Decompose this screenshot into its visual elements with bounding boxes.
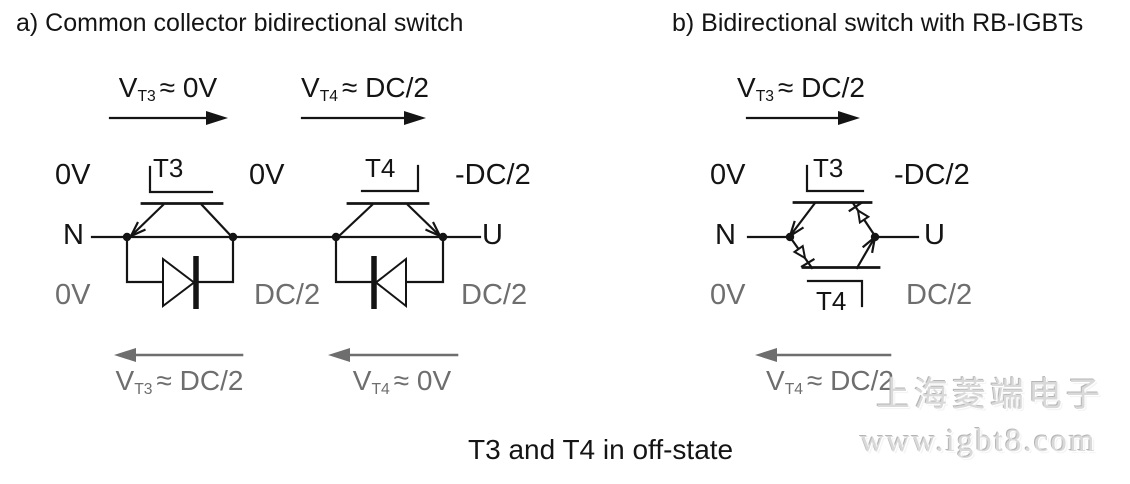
potential-label-b-bottom-right: DC/2 — [906, 279, 973, 311]
watermark-company: 上海菱端电子 — [876, 377, 1104, 414]
voltage-subscript: T4 — [784, 380, 804, 398]
voltage-label-b-t4-bottom: VT4≈ DC/2 — [765, 366, 895, 398]
potential-label-b-bottom-left: 0V — [710, 279, 746, 311]
potential-label-a-bottom-right: DC/2 — [461, 279, 528, 311]
voltage-value: ≈ DC/2 — [342, 72, 429, 103]
voltage-arrow-right-b — [745, 111, 860, 125]
voltage-arrow-right-a2 — [300, 111, 426, 125]
voltage-symbol: V — [737, 72, 756, 103]
voltage-label-b-t3-top: VT3≈ DC/2 — [736, 73, 866, 105]
voltage-subscript: T4 — [371, 380, 390, 398]
node-label-u-b: U — [924, 219, 945, 251]
potential-label-a-top-left: 0V — [55, 159, 91, 191]
node-label-n-a: N — [63, 219, 84, 251]
voltage-symbol: V — [301, 72, 320, 103]
transistor-t3-symbol — [129, 165, 233, 238]
voltage-symbol: V — [766, 365, 785, 396]
potential-label-a-bottom-left: 0V — [55, 279, 91, 311]
voltage-label-a-t3-bottom: VT3≈ DC/2 — [112, 366, 247, 398]
rb-igbt-t3-symbol — [788, 164, 877, 238]
figure-caption: T3 and T4 in off-state — [468, 434, 734, 465]
potential-label-a-top-mid: 0V — [249, 159, 285, 191]
voltage-label-a-t4-bottom: VT4≈ 0V — [342, 366, 462, 398]
voltage-subscript: T3 — [755, 87, 775, 105]
transistor-label-t3-a: T3 — [153, 153, 184, 183]
voltage-symbol: V — [115, 365, 135, 396]
voltage-subscript: T3 — [137, 87, 156, 105]
voltage-subscript: T3 — [134, 380, 153, 398]
voltage-symbol: V — [118, 72, 138, 103]
diode-symbol-left — [162, 256, 199, 309]
voltage-arrow-left-b — [755, 348, 892, 362]
voltage-arrow-left-a1 — [114, 348, 244, 362]
transistor-label-t4-b: T4 — [816, 286, 847, 316]
potential-label-a-bottom-mid: DC/2 — [254, 279, 321, 311]
circuit-a — [90, 111, 482, 362]
voltage-value: ≈ 0V — [159, 72, 218, 103]
voltage-subscript: T4 — [319, 87, 339, 105]
transistor-label-t4-a: T4 — [365, 153, 396, 183]
voltage-value: ≈ DC/2 — [778, 72, 865, 103]
watermark-url: www.igbt8.com — [860, 423, 1097, 459]
voltage-symbol: V — [352, 365, 372, 396]
voltage-value: ≈ DC/2 — [807, 365, 894, 396]
potential-label-b-top-left: 0V — [710, 159, 746, 191]
voltage-value: ≈ DC/2 — [156, 365, 244, 396]
rb-igbt-t4-symbol — [788, 235, 881, 308]
node-label-n-b: N — [715, 219, 736, 251]
voltage-label-a-t4-top: VT4≈ DC/2 — [296, 73, 434, 105]
transistor-t4-symbol — [337, 164, 442, 238]
node-label-u-a: U — [482, 219, 503, 251]
voltage-arrow-right-a1 — [108, 111, 228, 125]
panel-b-title: b) Bidirectional switch with RB-IGBTs — [672, 9, 1084, 37]
voltage-value: ≈ 0V — [393, 365, 452, 396]
circuit-b — [745, 111, 920, 362]
potential-label-a-top-right: -DC/2 — [455, 159, 531, 191]
potential-label-b-top-right: -DC/2 — [894, 159, 970, 191]
voltage-label-a-t3-top: VT3≈ 0V — [108, 73, 228, 105]
panel-a-title: a) Common collector bidirectional switch — [16, 9, 464, 37]
voltage-arrow-left-a2 — [328, 348, 459, 362]
transistor-label-t3-b: T3 — [813, 153, 844, 183]
diode-symbol-right — [371, 256, 407, 309]
